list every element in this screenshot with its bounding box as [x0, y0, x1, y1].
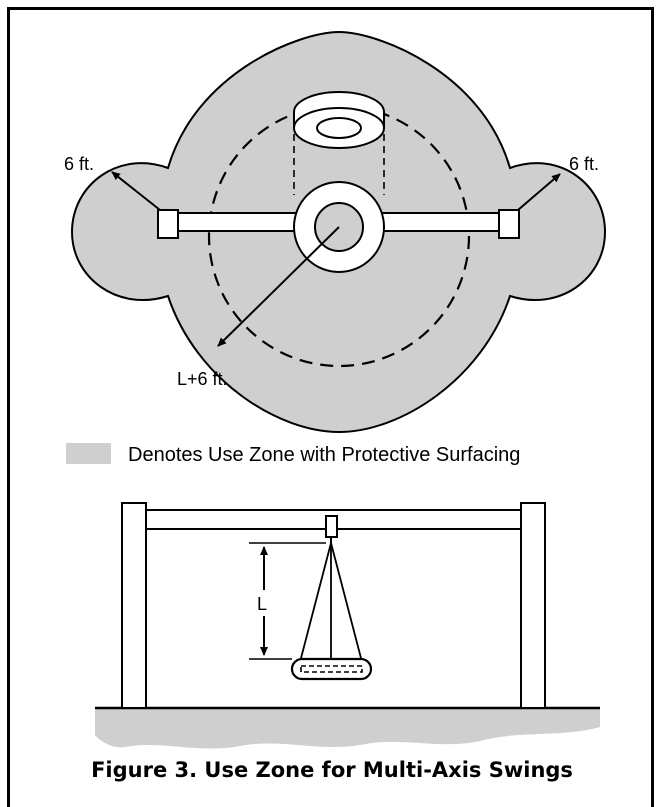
legend-text: Denotes Use Zone with Protective Surfaci…	[128, 444, 520, 466]
figure-caption: Figure 3. Use Zone for Multi-Axis Swings	[91, 758, 573, 782]
right-dimension-label: 6 ft.	[569, 154, 599, 174]
right-clearance-arrow	[517, 173, 561, 211]
tire-seat-side	[290, 657, 373, 681]
beam-post-left	[157, 209, 179, 239]
ground-surface	[95, 708, 600, 749]
side-view: L	[95, 502, 600, 749]
figure-frame	[7, 7, 654, 807]
chain-right	[330, 542, 363, 663]
beam-post-right	[498, 209, 520, 239]
length-label: L	[257, 594, 267, 614]
top-view: 6 ft. 6 ft. L+6 ft.	[64, 30, 607, 434]
chain-left	[299, 542, 332, 663]
radius-arrow	[217, 226, 340, 347]
legend-swatch	[66, 443, 111, 464]
tire-seat-elevation	[293, 91, 385, 149]
swing-pivot	[325, 515, 338, 538]
frame-post-left	[121, 502, 147, 709]
left-dimension-label: 6 ft.	[64, 154, 94, 174]
frame-post-right	[520, 502, 546, 709]
left-clearance-arrow	[111, 171, 161, 211]
radius-dimension-label: L+6 ft.	[177, 369, 228, 389]
legend: Denotes Use Zone with Protective Surfaci…	[66, 443, 520, 466]
